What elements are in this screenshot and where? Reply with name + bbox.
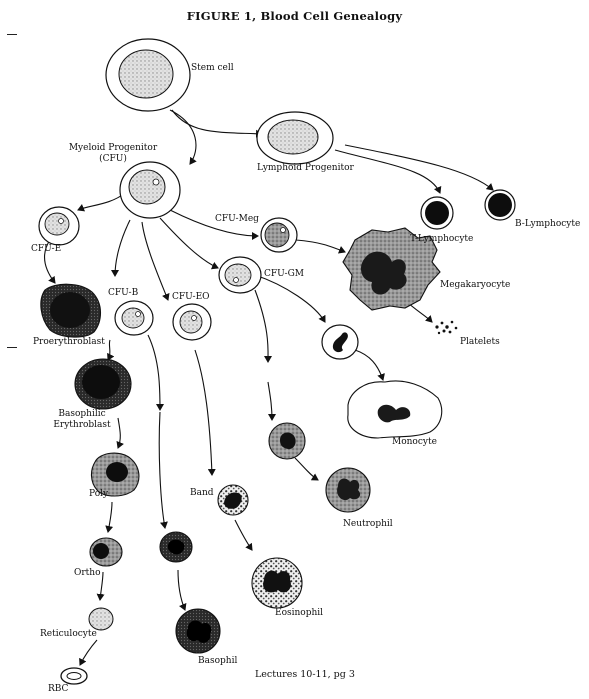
label-cfu-meg: CFU-Meg (215, 214, 259, 224)
arrow-cfu-gm-to-monoblast (254, 274, 326, 323)
rbc-cell (60, 667, 88, 685)
arrow-proerythroblast-to-basophilic (107, 339, 115, 361)
neutrophil-cell (325, 467, 371, 513)
arrow-cfu-e-to-proerythroblast (44, 239, 56, 284)
orthochromatic-erythroblast-cell (89, 537, 123, 567)
arrow-monoblast-to-monocyte (354, 349, 385, 381)
lineage-arrows (44, 109, 494, 666)
label-erythroblast: Erythroblast (53, 420, 111, 430)
stem-cell-cell (105, 38, 191, 112)
label-lymphoid-progenitor: Lymphoid Progenitor (257, 163, 354, 173)
label-cfu-e: CFU-E (31, 244, 62, 254)
lymphoid-progenitor-cell (256, 111, 334, 165)
arrow-eosinophil-line-2 (234, 519, 253, 551)
arrow-ortho-to-reticulocyte (96, 571, 105, 601)
cfu-e-cell (38, 206, 80, 246)
basophil-cell (175, 608, 221, 654)
arrow-myeloid-to-cfu-b (111, 219, 131, 277)
label-poly: Poly (89, 489, 109, 499)
basophil-precursor-cell (159, 531, 193, 563)
label-eosinophil: Eosinophil (275, 608, 324, 618)
arrow-myeloid-to-cfu-eo (141, 221, 170, 301)
label-reticulocyte: Reticulocyte (40, 629, 97, 639)
arrow-poly-to-ortho (105, 501, 114, 533)
cfu-b-cell (114, 300, 154, 336)
label-proerythroblast: Proerythroblast (33, 337, 105, 347)
cfu-eo-cell (172, 303, 212, 341)
label-neutrophil: Neutrophil (343, 519, 393, 529)
arrow-stem-to-lymphoid (171, 109, 263, 138)
label-monocyte: Monocyte (392, 437, 437, 447)
arrow-myeloid-to-cfu-e (77, 192, 126, 212)
monoblast-cell (321, 324, 359, 360)
arrow-stem-to-myeloid (169, 109, 197, 165)
arrow-basophilic-to-poly (116, 417, 124, 449)
basophilic-erythroblast-cell (74, 358, 132, 410)
arrow-neutrophil-line-3 (294, 457, 319, 481)
megakaryocyte-cell (342, 227, 441, 311)
arrow-cfu-meg-to-megakaryocyte (295, 239, 346, 254)
reticulocyte-cell (88, 607, 114, 631)
figure-footer: Lectures 10-11, pg 3 (255, 669, 355, 680)
monocyte-cell (347, 380, 443, 439)
label-basophil: Basophil (198, 656, 238, 666)
label-myeloid-progenitor: Myeloid Progenitor (68, 143, 158, 153)
cfu-gm-cell (218, 256, 262, 294)
neutrophil-precursor-cell (268, 422, 306, 460)
platelets-cluster (435, 320, 458, 335)
b-lymphocyte-cell (484, 189, 516, 221)
arrow-basophil-line-3 (177, 569, 187, 611)
label-cfu-gm: CFU-GM (264, 269, 305, 279)
arrow-myeloid-to-cfu-gm (159, 217, 219, 270)
arrow-cfu-eo-to-eosinophil-line (194, 349, 216, 476)
label-myeloid-progenitor-abbr: (CFU) (99, 154, 127, 164)
label-b-lymphocyte: B-Lymphocyte (515, 219, 581, 229)
arrow-lymphoid-to-t (334, 149, 442, 194)
label-megakaryocyte: Megakaryocyte (440, 280, 511, 290)
cfu-meg-cell (260, 217, 298, 253)
label-basophilic: Basophilic (58, 409, 106, 419)
label-platelets: Platelets (460, 337, 500, 347)
proerythroblast-cell (40, 283, 102, 338)
band-cell (217, 484, 249, 516)
label-t-lymphocyte: T-Lymphocyte (410, 234, 474, 244)
arrow-basophil-line-2 (158, 411, 168, 529)
label-cfu-b: CFU-B (108, 288, 139, 298)
label-ortho: Ortho (74, 568, 101, 578)
polychromatic-erythroblast-cell (90, 452, 140, 497)
label-stem-cell: Stem cell (191, 63, 234, 73)
arrow-cfu-gm-to-neutrophil-line (254, 289, 273, 363)
myeloid-progenitor-cell (119, 161, 181, 219)
arrow-myeloid-to-cfu-meg (169, 209, 259, 240)
label-band: Band (190, 488, 214, 498)
label-rbc: RBC (48, 684, 69, 694)
label-cfu-eo: CFU-EO (172, 292, 210, 302)
arrow-reticulocyte-to-rbc (79, 639, 98, 666)
t-lymphocyte-cell (420, 196, 454, 230)
figure-title: FIGURE 1, Blood Cell Genealogy (186, 9, 403, 23)
arrow-lymphoid-to-b (344, 144, 494, 191)
arrow-cfu-b-to-basophil-line (147, 334, 164, 411)
margin-mark (7, 34, 17, 35)
arrow-neutrophil-line-2 (267, 381, 276, 421)
eosinophil-cell (251, 557, 303, 609)
margin-mark (7, 347, 17, 348)
